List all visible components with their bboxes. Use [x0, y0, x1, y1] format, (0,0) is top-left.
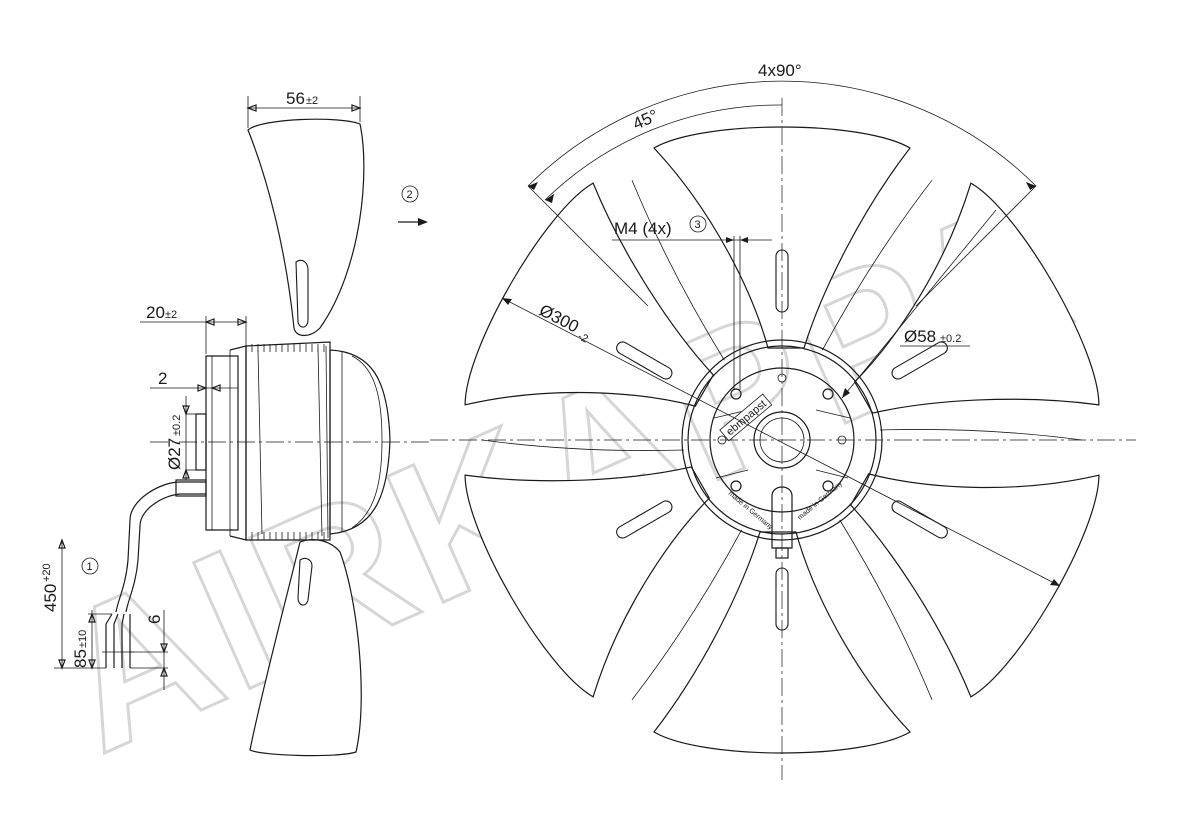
- side-upper-blade: [247, 118, 365, 337]
- side-lower-blade: [249, 539, 362, 757]
- mount-hole: [730, 388, 742, 400]
- cable-leads: [102, 613, 134, 668]
- mount-hole: [730, 480, 742, 492]
- dim-angle-pitch: 4x90°: [758, 61, 802, 80]
- dim-hub-offset: 20 ±2: [140, 303, 248, 354]
- dim-cable-length-tol: +20: [41, 563, 53, 582]
- dim-hub-dia-value: Ø58: [904, 327, 936, 346]
- dim-shaft-dia-value: Ø27: [165, 438, 184, 470]
- dim-axial-depth-tol: ±2: [306, 95, 318, 107]
- dim-hub-offset-tol: ±2: [165, 309, 177, 321]
- dim-angle-offset: 45°: [630, 106, 661, 134]
- front-view: ebmpapst made in Germany made in Germany…: [430, 61, 1136, 780]
- motor-body: [245, 341, 331, 541]
- cable: [115, 481, 206, 613]
- front-blade-edge: [821, 179, 933, 351]
- side-view: 56 ±2 20 ±2 2 Ø27 ±0.2: [41, 89, 430, 757]
- dim-axial-depth-value: 56: [286, 89, 305, 108]
- front-blade-slot: [891, 341, 948, 380]
- side-lower-blade-slot: [297, 557, 313, 606]
- front-blade-edge: [839, 519, 933, 700]
- dim-strip-length-value: 6: [145, 615, 164, 624]
- cable-slot: [771, 486, 793, 549]
- callout-3-label: 3: [695, 219, 701, 231]
- front-blade: [849, 473, 1100, 698]
- dim-shaft-dia-tol: ±0.2: [171, 415, 183, 436]
- dim-lead-length-tol: ±10: [77, 630, 89, 648]
- front-blade-edge: [631, 180, 725, 361]
- dim-shaft-dia: Ø27 ±0.2: [165, 396, 196, 480]
- dim-mount-thread-value: M4 (4x): [614, 219, 672, 238]
- rotor-cap: [329, 349, 391, 535]
- callout-1-label: 1: [87, 561, 93, 573]
- dim-lead-length-value: 85: [71, 649, 90, 668]
- front-blade-edge: [631, 529, 743, 701]
- dim-axial-depth: 56 ±2: [246, 89, 362, 128]
- dim-flange-value: 2: [158, 369, 167, 388]
- dim-lead-length: 85 ±10: [71, 610, 112, 670]
- front-blade: [464, 182, 715, 407]
- front-blade-slot: [891, 500, 948, 539]
- callout-2-label: 2: [407, 189, 413, 201]
- dim-hub-dia: Ø58 ±0.2: [841, 209, 997, 399]
- dim-diameter-tol: -2: [576, 330, 590, 345]
- mount-hole: [822, 480, 834, 492]
- front-blade-edge: [879, 429, 1083, 441]
- dim-flange: 2: [150, 369, 238, 392]
- motor-flange: [205, 355, 239, 531]
- dim-cable-length-value: 450: [41, 584, 60, 612]
- front-blade-slot: [616, 500, 673, 539]
- dim-cable-length: 450 +20: [41, 538, 106, 670]
- callout-2-airflow: 2: [398, 185, 428, 226]
- callout-1: 1: [81, 557, 99, 575]
- cable-gland: [175, 479, 207, 497]
- dim-strip-length: 6: [130, 610, 168, 690]
- dim-hub-dia-tol: ±0.2: [940, 333, 961, 345]
- side-upper-blade-slot: [295, 259, 309, 328]
- front-blade-edge: [481, 439, 685, 451]
- dim-hub-offset-value: 20: [146, 303, 165, 322]
- dim-mount-thread: M4 (4x) 3: [612, 215, 772, 390]
- front-blade-slot: [616, 341, 673, 380]
- mount-hole: [822, 388, 834, 400]
